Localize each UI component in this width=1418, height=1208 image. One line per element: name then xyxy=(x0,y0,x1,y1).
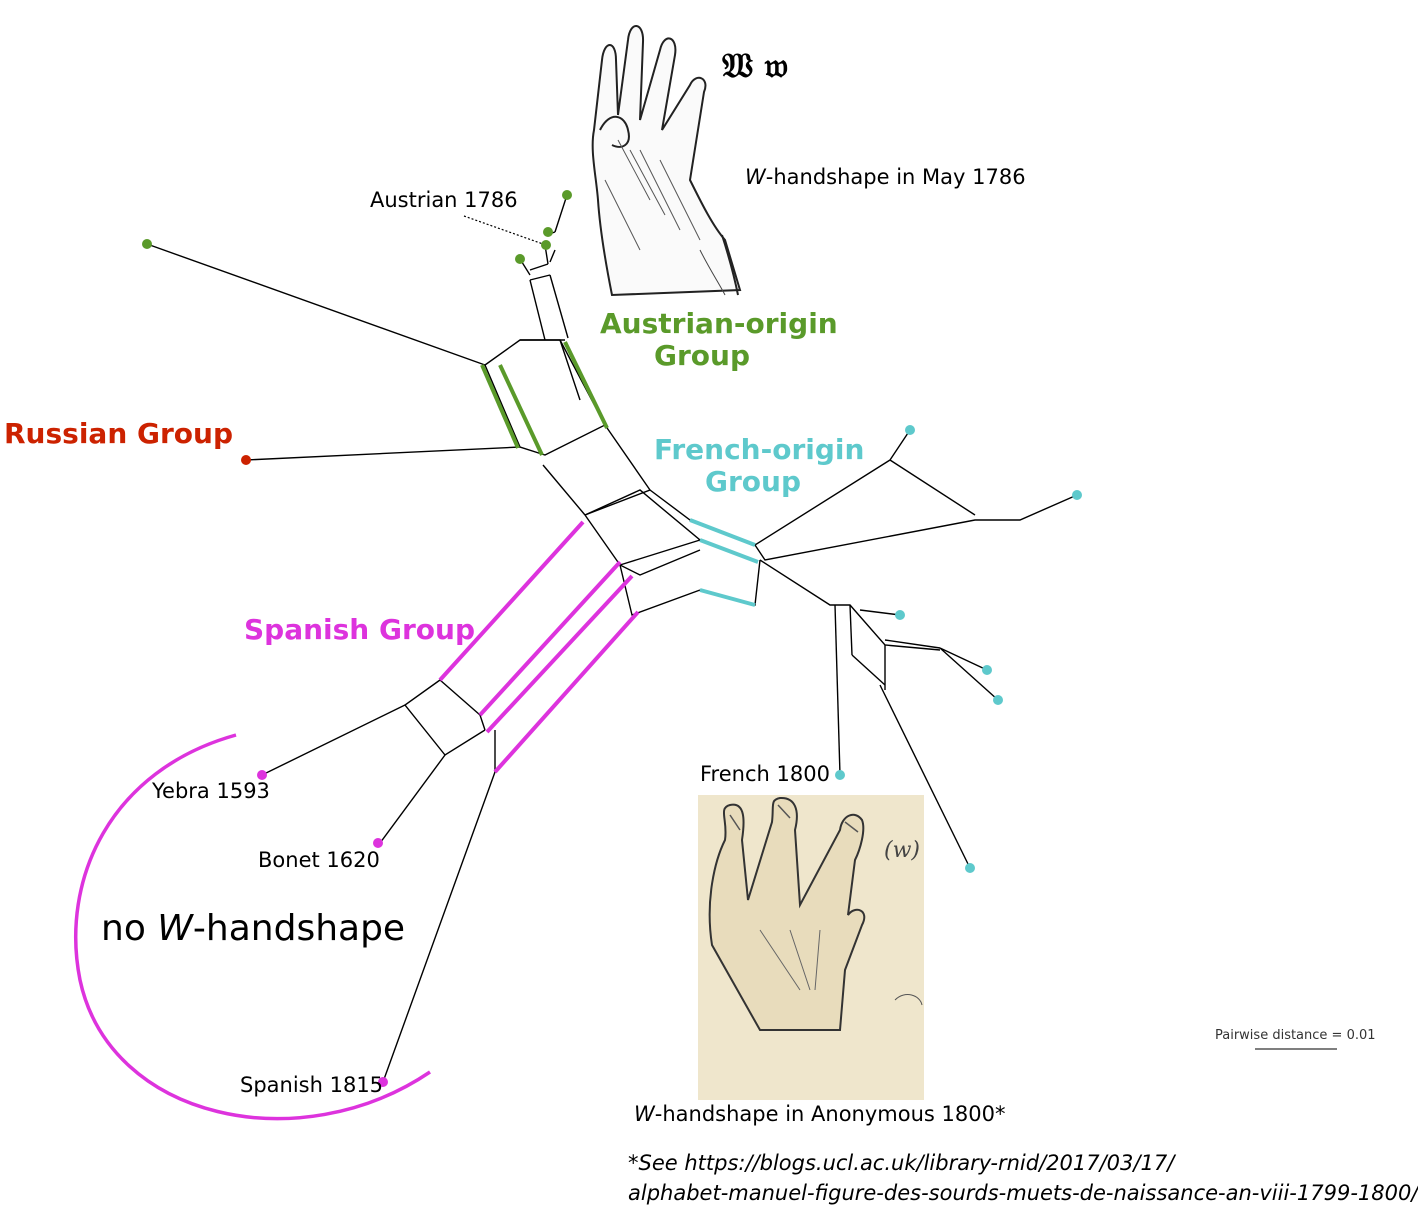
group-label-french-line1: French-origin xyxy=(654,433,865,466)
bottom-hand-illustration xyxy=(698,795,924,1100)
leaf-label-austrian-1786: Austrian 1786 xyxy=(370,188,518,212)
austrian-1786-pointer xyxy=(463,215,544,245)
bottom-caption-italic: W xyxy=(634,1102,655,1126)
leaf-dots-french xyxy=(835,425,1082,873)
scale-label: Pairwise distance = 0.01 xyxy=(1215,1028,1376,1043)
leaf-label-spanish-1815: Spanish 1815 xyxy=(240,1073,384,1097)
top-caption-rest: -handshape in May 1786 xyxy=(765,165,1026,189)
group-label-french: French-origin Group xyxy=(654,433,865,498)
footnote: *See https://blogs.ucl.ac.uk/library-rni… xyxy=(628,1148,1418,1208)
no-italic: W xyxy=(157,908,193,949)
no-w-handshape-label: no W-handshape xyxy=(101,908,405,949)
neighbor-net-diagram xyxy=(74,25,1337,1121)
group-label-russian: Russian Group xyxy=(4,417,234,450)
no-prefix: no xyxy=(101,908,158,949)
top-letters: 𝔚 𝔴 xyxy=(722,46,788,86)
group-label-austrian: Austrian-origin Group xyxy=(600,307,838,372)
leaf-label-french-1800: French 1800 xyxy=(700,762,830,786)
leaf-dots-spanish xyxy=(257,770,388,1087)
bottom-caption-rest: -handshape in Anonymous 1800* xyxy=(654,1102,1006,1126)
group-label-austrian-line2: Group xyxy=(653,339,750,372)
austrian-splits xyxy=(480,341,609,456)
footnote-line1: *See https://blogs.ucl.ac.uk/library-rni… xyxy=(628,1151,1175,1175)
leaf-label-bonet: Bonet 1620 xyxy=(258,848,380,872)
group-label-french-line2: Group xyxy=(704,465,801,498)
french-splits xyxy=(689,518,759,607)
leaf-dots-austrian xyxy=(142,190,572,264)
no-w-handshape-arc xyxy=(74,733,431,1121)
handwritten-mark: (w) xyxy=(884,838,920,863)
leaf-dot-russian xyxy=(241,455,251,465)
footnote-line2: alphabet-manuel-figure-des-sourds-muets-… xyxy=(628,1181,1418,1205)
group-label-spanish: Spanish Group xyxy=(244,613,475,646)
top-hand-illustration xyxy=(591,25,742,297)
bottom-hand-caption: W-handshape in Anonymous 1800* xyxy=(634,1102,1005,1126)
no-rest: -handshape xyxy=(192,908,406,949)
top-hand-caption: W-handshape in May 1786 xyxy=(745,165,1026,189)
leaf-label-yebra: Yebra 1593 xyxy=(152,779,270,803)
top-caption-italic: W xyxy=(745,165,766,189)
group-label-austrian-line1: Austrian-origin xyxy=(600,307,838,340)
spanish-splits xyxy=(438,520,640,774)
